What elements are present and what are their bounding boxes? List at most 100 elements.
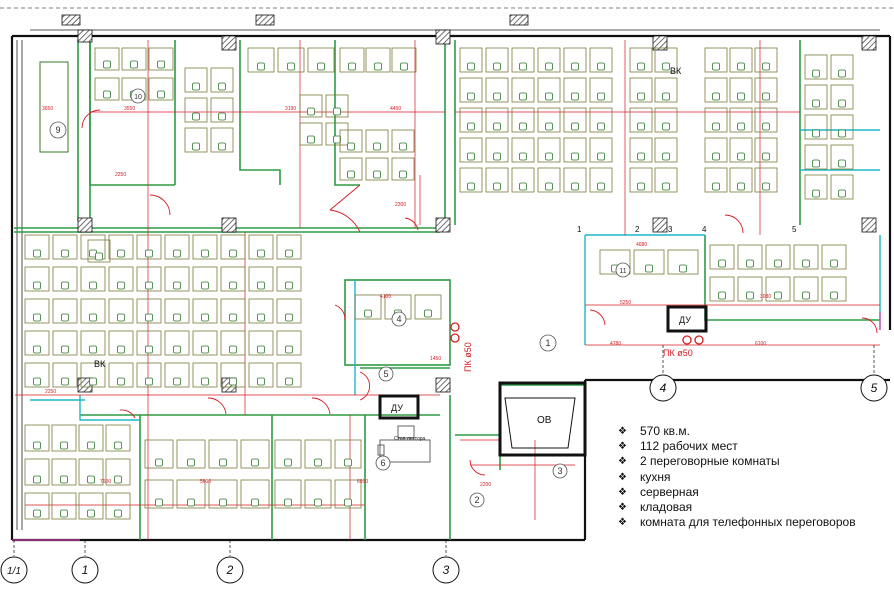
desk [633,249,665,275]
desk [276,362,302,388]
desk [210,67,234,93]
desk [709,244,735,270]
chair [493,62,501,71]
summary-list: ❖570 кв.м. ❖112 рабочих мест ❖2 перегово… [618,424,888,530]
chair [87,441,95,450]
desk [654,47,678,73]
chair [545,92,553,101]
chair [192,112,200,121]
chair [637,122,645,131]
desk [24,492,50,520]
chair [467,122,475,131]
chair [493,122,501,131]
chair [662,122,670,131]
desk [804,144,828,170]
room-number-4: 4 [391,311,407,327]
axis-marker-4: 4 [649,374,677,402]
summary-text: кухня [640,469,671,484]
desk [164,298,190,324]
desk [51,424,77,452]
desk [121,47,147,71]
desk [24,330,50,356]
chair [467,152,475,161]
chair [192,82,200,91]
summary-item-area: ❖570 кв.м. [618,424,888,439]
chair [571,182,579,191]
desk [192,234,218,260]
desk [830,174,854,200]
chair [157,90,165,99]
chair [737,92,745,101]
chair [662,182,670,191]
desk [108,298,134,324]
desk [136,234,162,260]
chair [830,259,838,268]
chair [114,475,122,484]
svg-text:10: 10 [134,94,142,101]
chair [519,92,527,101]
chair [117,345,125,354]
chair [307,135,315,144]
dim-text: 3080 [760,294,771,300]
room-number-1: 1 [539,334,557,352]
chair [399,170,407,179]
desk [108,362,134,388]
chair [830,291,838,300]
desk [277,47,305,73]
bullet-icon: ❖ [618,517,627,529]
chair [597,122,605,131]
chair [61,345,69,354]
chair [424,309,432,318]
chair [257,62,265,71]
desk [148,47,174,71]
desk [354,294,382,320]
chair [317,62,325,71]
chair [155,498,163,507]
desk [276,234,302,260]
desk [248,330,274,356]
chair [802,291,810,300]
chair [117,313,125,322]
gridline-number: 1 [577,225,582,234]
chair [201,313,209,322]
desk [136,298,162,324]
chair [774,259,782,268]
desk [80,266,106,292]
du-label-right: ДУ [679,315,691,325]
dim-text: 1450 [430,356,441,362]
desk [414,294,442,320]
desk [220,266,246,292]
chair [173,249,181,258]
chair [229,377,237,386]
chair [229,345,237,354]
chair [662,92,670,101]
chair [33,249,41,258]
svg-text:3: 3 [557,466,562,476]
dim-text: 4680 [636,242,647,248]
desk [563,167,587,193]
dim-text: 4450 [390,106,401,112]
desk [667,249,699,275]
chair [812,129,820,138]
svg-text:1/1: 1/1 [7,566,21,577]
chair [187,498,195,507]
gridline-number: 5 [792,225,797,234]
desk [307,47,335,73]
chair [307,107,315,116]
chair [285,281,293,290]
desk [144,439,174,469]
desk [299,122,323,146]
desk [210,127,234,153]
desk [365,157,389,181]
desk [248,266,274,292]
chair [117,281,125,290]
desk [729,107,753,133]
chair [145,281,153,290]
chair [597,62,605,71]
chair [545,182,553,191]
chair [284,498,292,507]
desk [80,298,106,324]
axis-marker-5: 5 [860,374,888,402]
summary-text: комната для телефонных переговоров [640,515,856,530]
